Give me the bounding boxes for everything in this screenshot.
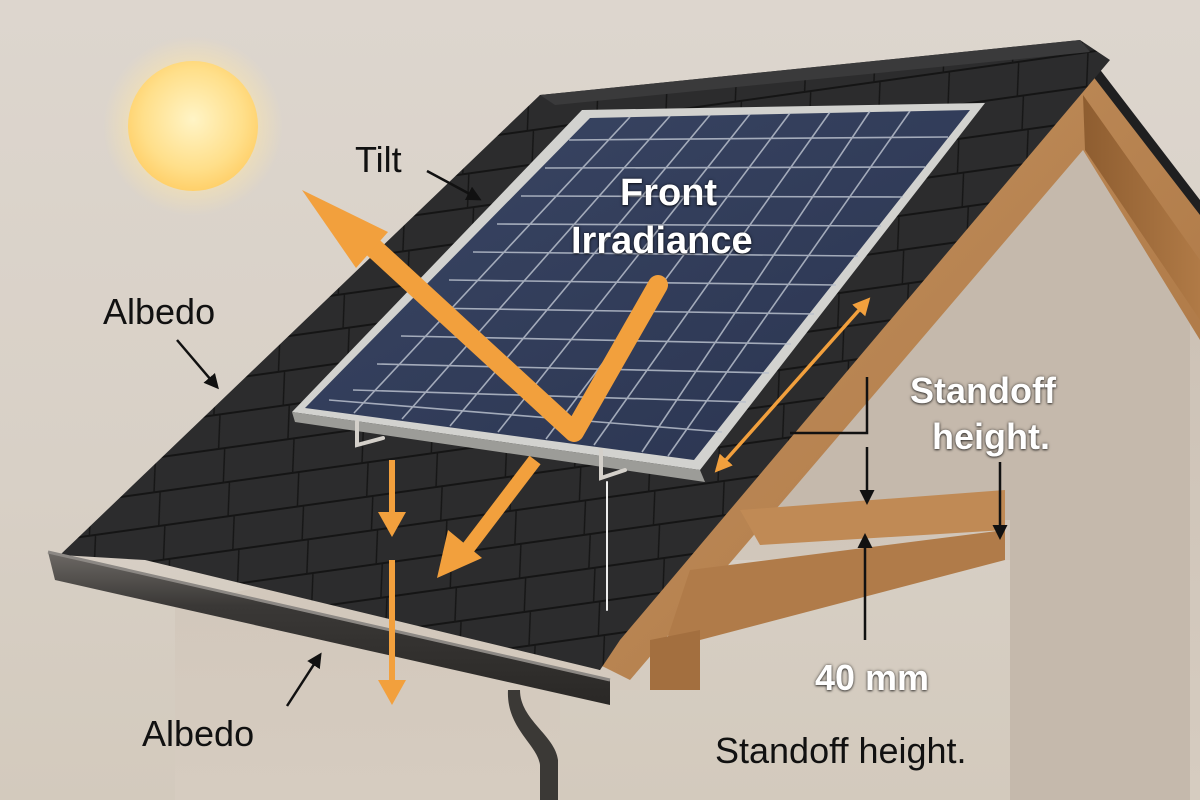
solar-panel (292, 103, 985, 482)
tilt-label: Tilt (355, 139, 402, 180)
ceiling-joist (650, 490, 1005, 690)
sun-icon (103, 36, 283, 216)
reflection-arrow (302, 190, 668, 442)
albedo-label-lower: Albedo (142, 713, 255, 754)
albedo-arrows (378, 455, 541, 705)
albedo-label-upper: Albedo (103, 291, 216, 332)
downspout (507, 690, 558, 800)
standoff-height-label-upper-line2: height. (932, 416, 1050, 457)
front-irradiance-label-line2: Irradiance (571, 220, 753, 262)
standoff-measurement-label: 40 mm (815, 657, 930, 698)
standoff-height-label-upper-line1: Standoff (910, 370, 1056, 411)
annotation-lines (176, 169, 1008, 707)
front-irradiance-label-line1: Front (620, 172, 718, 214)
panel-gap-double-arrow (714, 297, 871, 473)
gutter (47, 550, 611, 705)
standoff-height-label-lower: Standoff height. (715, 730, 967, 771)
mounting-brackets (355, 420, 627, 611)
